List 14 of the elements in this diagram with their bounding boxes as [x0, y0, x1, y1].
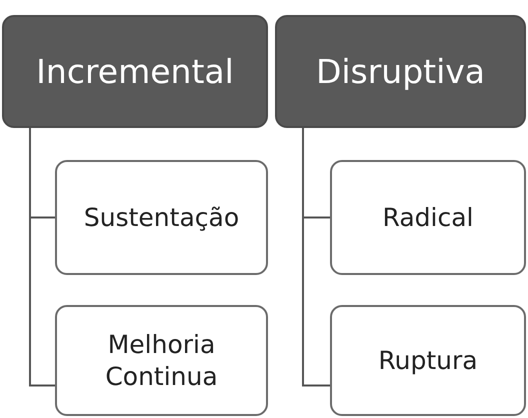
box-label: Sustentação [82, 202, 240, 234]
subcategory-box [330, 305, 526, 416]
category-header-box [2, 15, 268, 128]
subcategory-box [330, 160, 526, 275]
box-label: Melhoria Continua [104, 329, 219, 392]
subcategory-box [55, 160, 268, 275]
box-label: Incremental [35, 52, 235, 91]
connector-line [302, 128, 330, 386]
box-label: Disruptiva [314, 52, 486, 91]
subcategory-box [55, 305, 268, 416]
box-label: Ruptura [377, 344, 479, 376]
box-label: Radical [382, 202, 474, 234]
category-header-box [275, 15, 526, 128]
connector-line [29, 128, 55, 386]
